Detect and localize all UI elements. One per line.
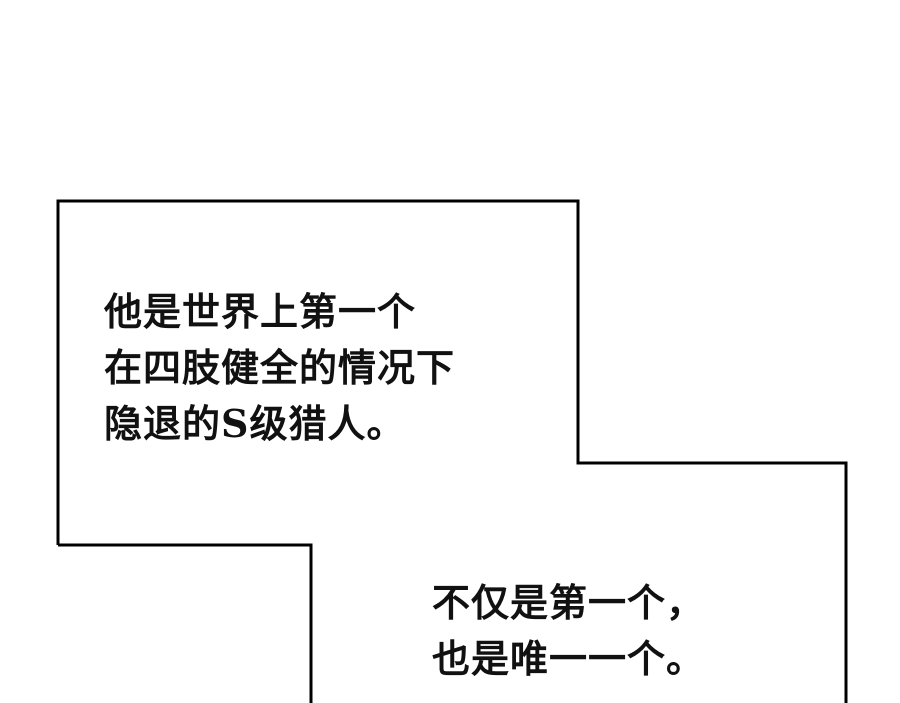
caption-line: 他是世界上第一个 [104, 289, 417, 334]
narration-caption-bottom: 不仅是第一个， 也是唯一一个。 [432, 575, 705, 687]
caption-line: 隐退的S级猎人。 [104, 401, 406, 446]
narration-caption-top: 他是世界上第一个 在四肢健全的情况下 隐退的S级猎人。 [104, 284, 455, 452]
caption-line: 不仅是第一个， [432, 580, 706, 625]
caption-line: 也是唯一一个。 [432, 636, 706, 681]
narration-box-border [56, 199, 848, 703]
caption-line: 在四肢健全的情况下 [104, 345, 456, 390]
narration-box-border-lower [58, 543, 313, 703]
